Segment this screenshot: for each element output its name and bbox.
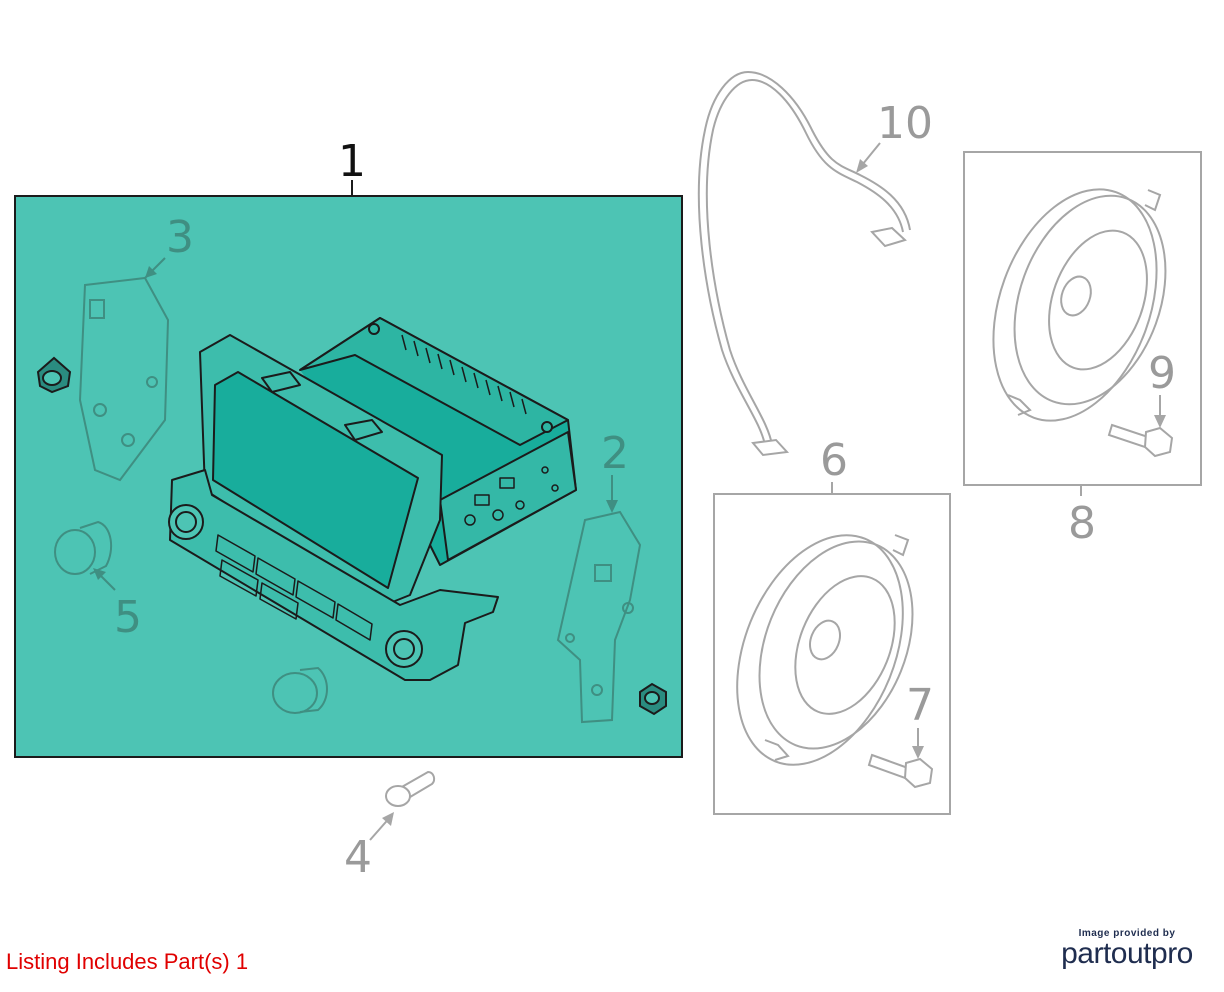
callout-3-arrow xyxy=(145,266,157,278)
chassis-screw-2 xyxy=(541,421,553,433)
callout-6[interactable]: 6 xyxy=(820,435,848,486)
speaker-upper xyxy=(992,188,1167,422)
clip-ghost-bottom xyxy=(272,666,328,714)
callout-9-arrow xyxy=(1154,415,1166,428)
left-knob-inner xyxy=(175,511,197,533)
callout-5-arrow xyxy=(93,568,106,580)
display-top-clip xyxy=(261,371,301,393)
callout-7-arrow xyxy=(912,746,924,759)
partoutpro-logo: partoutpro xyxy=(1061,937,1193,970)
display-top-clip-2 xyxy=(344,419,383,441)
chassis-side-panel xyxy=(439,431,577,561)
callout-7[interactable]: 7 xyxy=(906,680,934,731)
display-screen xyxy=(212,371,419,589)
right-knob-outer xyxy=(385,630,423,668)
part-10-wire-harness[interactable] xyxy=(697,70,911,457)
listing-includes-text: Listing Includes Part(s) 1 xyxy=(6,949,249,974)
chassis-screw-1 xyxy=(368,323,380,335)
image-credit: Image provided by partoutpro xyxy=(1052,928,1202,969)
part-6-group[interactable]: 6 7 xyxy=(706,435,951,815)
faceplate xyxy=(169,469,499,681)
part-7-bolt[interactable] xyxy=(867,753,934,789)
chassis-top xyxy=(299,317,569,446)
speaker-lower xyxy=(736,534,914,766)
callout-9[interactable]: 9 xyxy=(1148,348,1176,399)
part-8-box[interactable] xyxy=(963,151,1202,486)
callout-4-arrow xyxy=(382,812,394,826)
grommet-right xyxy=(639,682,667,716)
callout-8[interactable]: 8 xyxy=(1068,498,1096,549)
part-3-bracket-ghost[interactable] xyxy=(78,276,170,482)
callout-4[interactable]: 4 xyxy=(344,832,372,883)
callout-5[interactable]: 5 xyxy=(114,592,142,643)
right-knob-inner xyxy=(393,638,415,660)
callout-2[interactable]: 2 xyxy=(601,428,629,479)
part-5-clip-ghost[interactable] xyxy=(54,520,113,575)
callout-10[interactable]: 10 xyxy=(877,98,933,149)
part-9-bolt[interactable] xyxy=(1107,423,1174,458)
chassis-vents xyxy=(401,334,527,415)
radio-head-unit[interactable] xyxy=(168,317,577,681)
connector-holes xyxy=(464,466,559,526)
callout-2-arrow xyxy=(606,500,618,513)
callout-1[interactable]: 1 xyxy=(338,136,366,187)
callout-3[interactable]: 3 xyxy=(166,212,194,263)
control-buttons xyxy=(215,534,373,641)
grommet-left xyxy=(36,356,72,394)
part-4-bolt[interactable] xyxy=(385,770,436,807)
callout-10-arrow xyxy=(856,159,868,173)
credit-caption: Image provided by xyxy=(1078,928,1176,939)
left-knob-outer xyxy=(168,504,204,540)
part-8-group[interactable]: 8 9 xyxy=(963,151,1202,549)
part-2-bracket-ghost[interactable] xyxy=(556,510,642,724)
